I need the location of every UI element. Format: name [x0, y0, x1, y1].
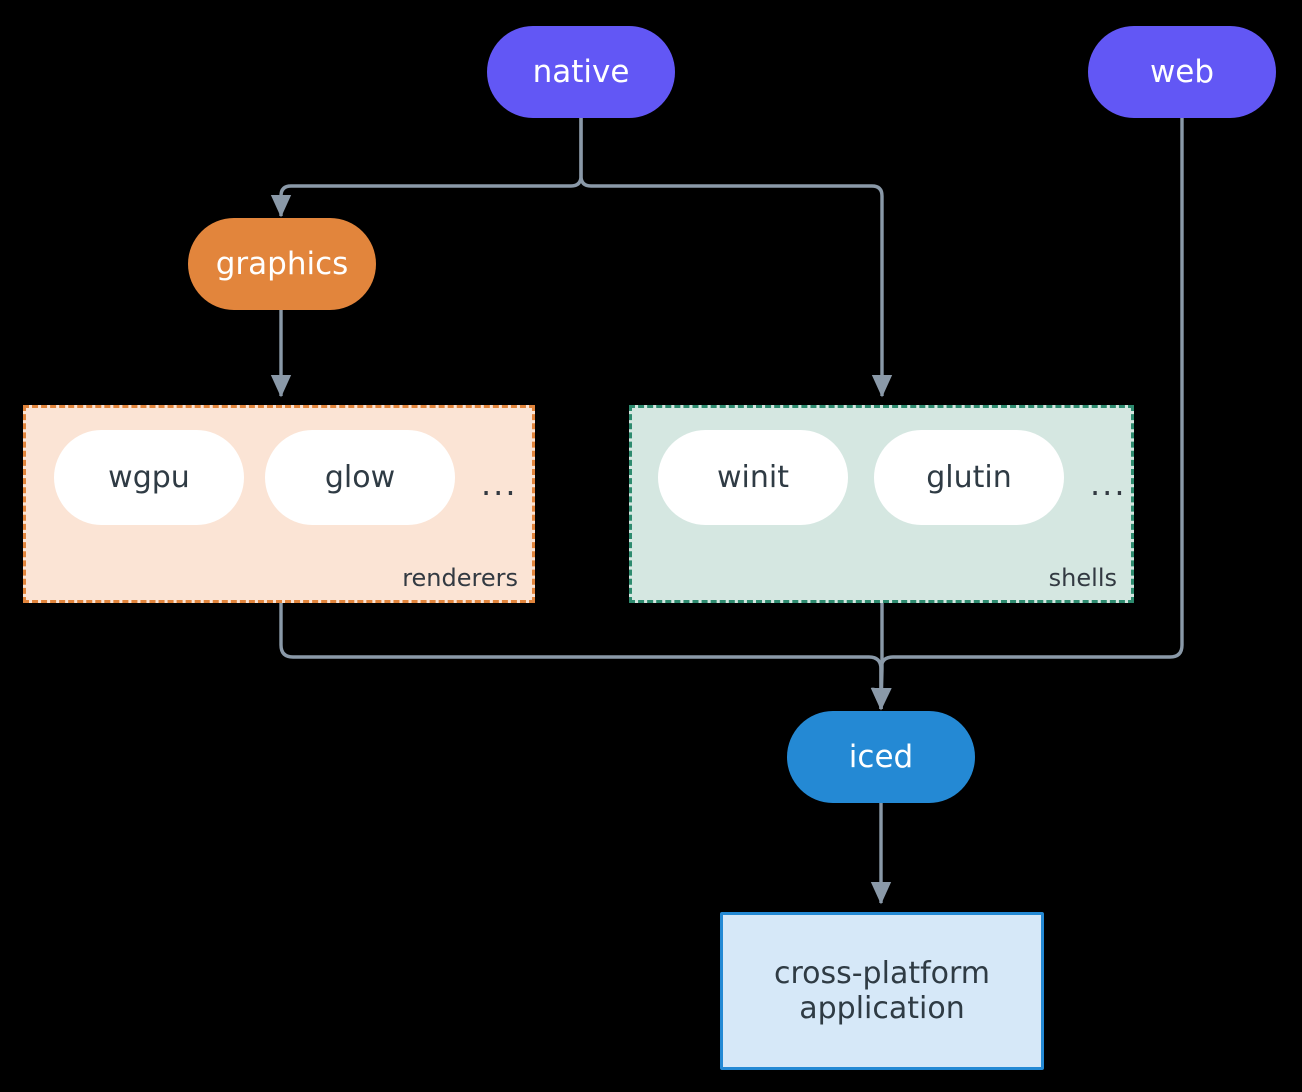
leaf-glow-label: glow: [324, 460, 396, 495]
cluster-renderers: wgpu glow ... renderers: [23, 405, 535, 603]
leaf-glow[interactable]: glow: [265, 430, 455, 525]
renderers-overflow-ellipsis: ...: [481, 465, 518, 503]
node-web[interactable]: web: [1088, 26, 1276, 118]
edge-native-to-shells: [579, 117, 893, 398]
node-native[interactable]: native: [487, 26, 675, 118]
leaf-glutin[interactable]: glutin: [874, 430, 1064, 525]
node-web-label: web: [1149, 53, 1215, 90]
leaf-winit[interactable]: winit: [658, 430, 848, 525]
cluster-shells: winit glutin ... shells: [629, 405, 1134, 603]
leaf-glutin-label: glutin: [926, 460, 1012, 495]
cluster-renderers-label: renderers: [402, 564, 518, 592]
edge-renderers-to-iced: [279, 602, 892, 711]
node-graphics[interactable]: graphics: [188, 218, 376, 310]
node-graphics-label: graphics: [215, 245, 349, 282]
node-iced[interactable]: iced: [787, 711, 975, 803]
leaf-wgpu[interactable]: wgpu: [54, 430, 244, 525]
node-application-line1: cross-platform: [773, 955, 991, 991]
edge-shells-to-iced: [871, 602, 892, 711]
node-native-label: native: [532, 53, 630, 90]
node-iced-label: iced: [848, 738, 914, 775]
leaf-wgpu-label: wgpu: [108, 460, 190, 495]
edge-native-to-graphics: [270, 117, 583, 218]
node-application[interactable]: cross-platform application: [720, 912, 1044, 1070]
cluster-shells-label: shells: [1048, 564, 1117, 592]
shells-overflow-ellipsis: ...: [1090, 465, 1127, 503]
node-application-line2: application: [799, 991, 965, 1026]
leaf-winit-label: winit: [717, 460, 789, 495]
